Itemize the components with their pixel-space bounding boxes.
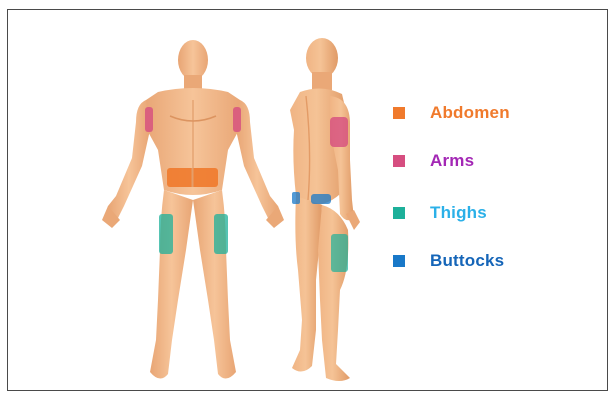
back-right-leg <box>318 205 350 381</box>
front-right-arm <box>236 100 278 218</box>
front-left-arm <box>108 100 150 218</box>
back-buttocks-zone-right <box>311 194 331 204</box>
back-arm-zone <box>330 117 348 147</box>
front-right-arm-zone <box>233 107 241 132</box>
front-figure <box>102 40 284 379</box>
legend-item-buttocks: Buttocks <box>393 250 504 272</box>
legend-label-arms: Arms <box>430 151 474 171</box>
legend-item-arms: Arms <box>393 150 474 172</box>
legend-label-abdomen: Abdomen <box>430 103 510 123</box>
legend-item-thighs: Thighs <box>393 202 487 224</box>
front-left-arm-zone <box>145 107 153 132</box>
front-left-thigh-zone <box>159 214 173 254</box>
back-thigh-zone <box>331 234 348 272</box>
swatch-thighs <box>393 207 405 219</box>
back-left-leg <box>292 196 322 372</box>
swatch-abdomen <box>393 107 405 119</box>
legend-label-buttocks: Buttocks <box>430 251 504 271</box>
legend-label-thighs: Thighs <box>430 203 487 223</box>
swatch-arms <box>393 155 405 167</box>
back-figure <box>290 38 360 381</box>
front-head <box>178 40 208 80</box>
swatch-buttocks <box>393 255 405 267</box>
legend-item-abdomen: Abdomen <box>393 102 510 124</box>
back-buttocks-zone-left <box>292 192 300 204</box>
front-right-thigh-zone <box>214 214 228 254</box>
